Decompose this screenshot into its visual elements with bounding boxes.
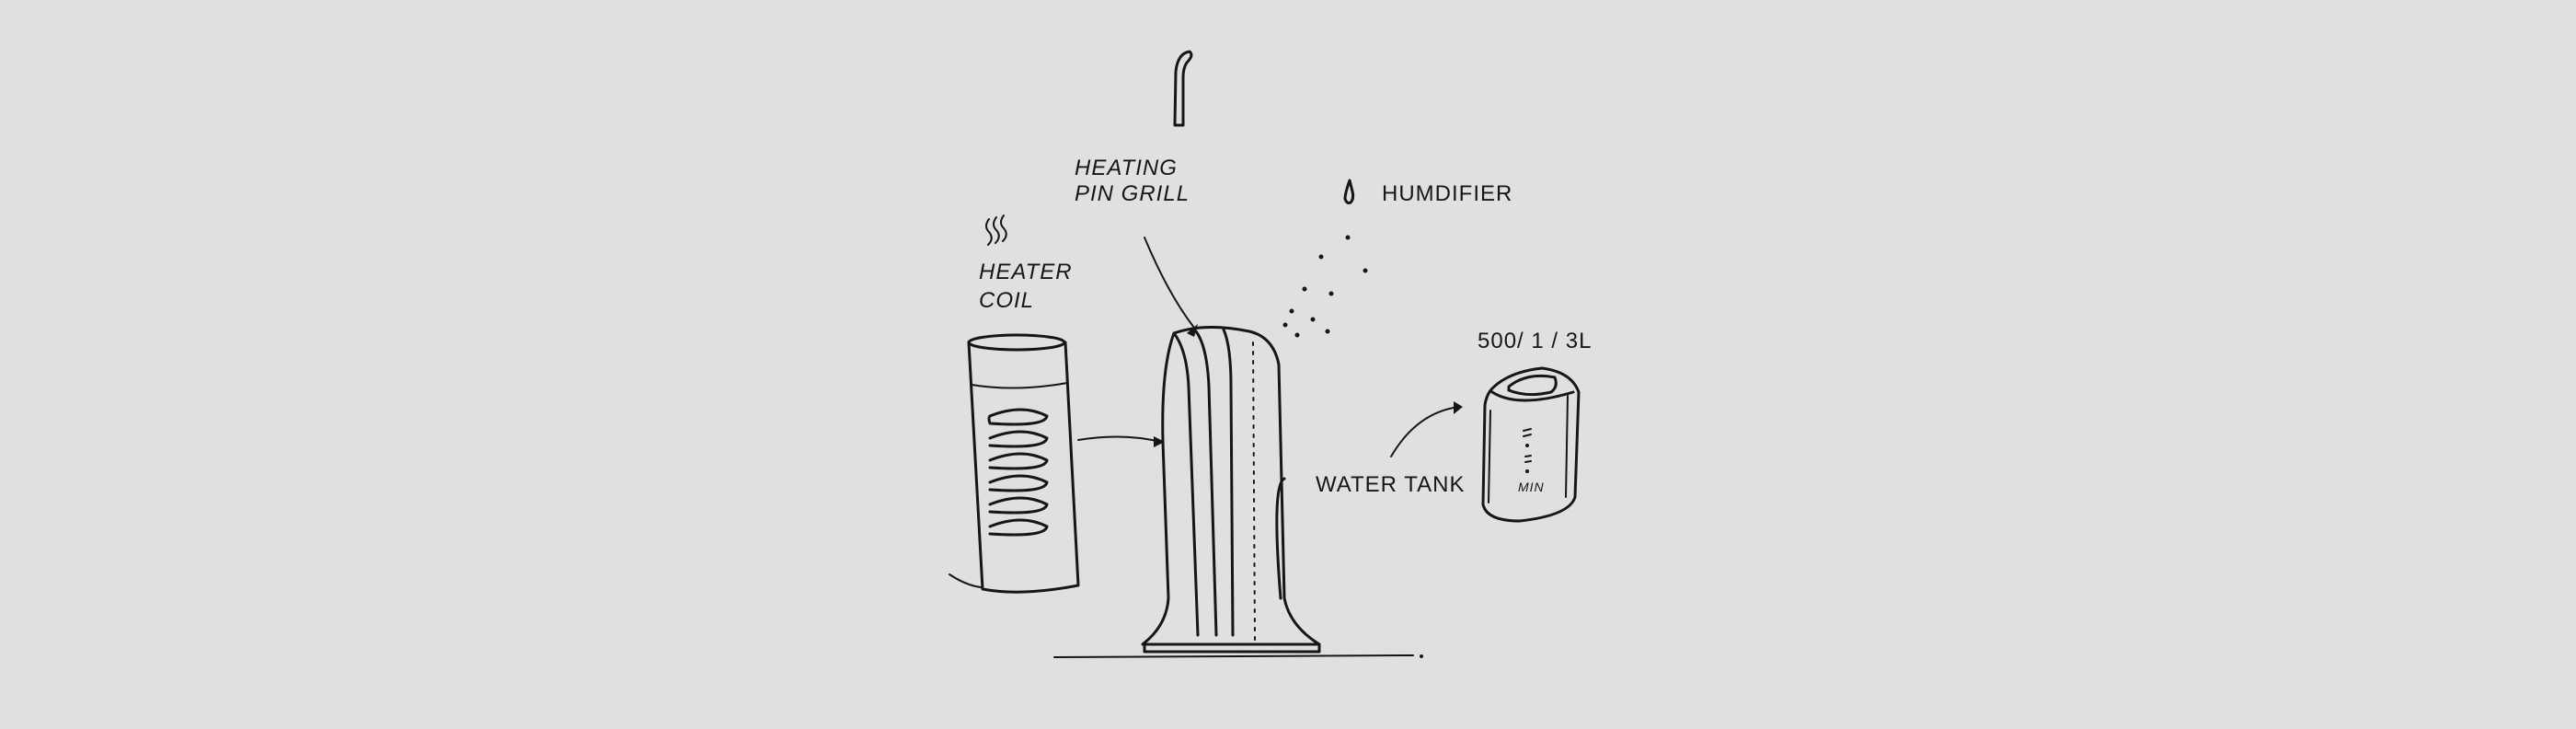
arrow-water-tank xyxy=(1390,406,1460,457)
label-heating-pin-grill-2: PIN GRILL xyxy=(1075,181,1190,206)
label-tank-sizes: 500/ 1 / 3L xyxy=(1478,329,1592,353)
heater-humidifier-device xyxy=(1053,326,1423,658)
mist-dots xyxy=(1282,235,1368,338)
heat-waves-icon xyxy=(985,214,1007,246)
label-water-tank: WATER TANK xyxy=(1316,472,1465,497)
label-heating-pin-grill-1: HEATING xyxy=(1075,156,1178,180)
label-heater-coil-2: COIL xyxy=(979,288,1034,313)
label-humidifier: HUMDIFIER xyxy=(1382,181,1512,206)
water-tank-drawing: MIN xyxy=(1481,366,1581,523)
tank-min-label: MIN xyxy=(1518,480,1545,494)
heating-pin-drawing xyxy=(1173,50,1193,127)
arrow-pin-grill xyxy=(1144,237,1195,329)
heater-coil-drawing xyxy=(949,333,1165,594)
water-drop-icon xyxy=(1343,179,1355,204)
label-heater-coil-1: HEATER xyxy=(979,260,1073,284)
arrowhead-icon xyxy=(1454,401,1463,414)
